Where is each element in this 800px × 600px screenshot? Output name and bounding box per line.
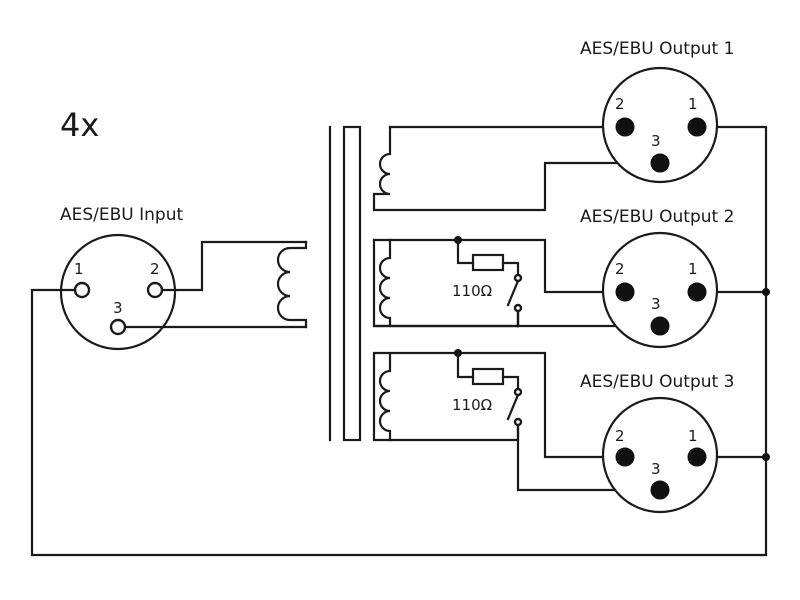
output-2-pin-2-label: 2 xyxy=(615,260,625,278)
resistor-lead-right xyxy=(501,261,520,280)
resistor-label: 110Ω xyxy=(452,396,492,414)
out2-pin3-wire xyxy=(516,308,662,328)
output-1-pin-1 xyxy=(687,117,707,137)
switch-contact-bottom xyxy=(513,417,523,427)
resistor-110-ohm xyxy=(471,253,505,272)
output-1-pin-2-label: 2 xyxy=(615,95,625,113)
output-2-body xyxy=(601,231,719,349)
output-3-pin-1 xyxy=(687,447,707,467)
output-2-title: AES/EBU Output 2 xyxy=(580,207,734,227)
transformer-core xyxy=(328,125,362,442)
out3-lower-wire xyxy=(388,422,520,442)
out3-pin3-wire xyxy=(516,422,662,492)
bus-junction-dot xyxy=(762,288,770,296)
output-3-pin-3-label: 3 xyxy=(651,460,661,478)
output-1-pin-3-label: 3 xyxy=(651,132,661,150)
input-pin-2 xyxy=(146,281,164,299)
input-pin-3 xyxy=(109,318,127,336)
input-pin2-wire xyxy=(160,240,308,292)
resistor-lead-right xyxy=(501,375,520,394)
output-connector-2: AES/EBU Output 2 2 1 3 xyxy=(580,207,734,349)
output-3-body xyxy=(601,396,719,514)
input-connector: AES/EBU Input 1 2 3 xyxy=(59,205,183,351)
resistor-label: 110Ω xyxy=(452,282,492,300)
output-2-pin-1 xyxy=(687,282,707,302)
output-1-body xyxy=(601,66,719,184)
resistor-lead-left xyxy=(456,351,475,379)
output-2-pin-1-label: 1 xyxy=(688,260,698,278)
output-1-title: AES/EBU Output 1 xyxy=(580,39,734,59)
input-pin-1-label: 1 xyxy=(74,260,84,278)
bus-junction-dot xyxy=(762,453,770,461)
output-1-pin-2 xyxy=(615,117,635,137)
output-2-pin-2 xyxy=(615,282,635,302)
input-pin-1 xyxy=(73,281,91,299)
switch-blade xyxy=(506,393,520,421)
input-title: AES/EBU Input xyxy=(60,205,183,225)
output-2-pin-3 xyxy=(650,316,670,336)
termination-network-1: 110Ω xyxy=(452,236,523,313)
output-connector-3: AES/EBU Output 3 2 1 3 xyxy=(580,372,734,514)
resistor-110-ohm xyxy=(471,367,505,386)
output-3-pin-2-label: 2 xyxy=(615,427,625,445)
output-2-pin-3-label: 3 xyxy=(651,295,661,313)
output-connector-1: AES/EBU Output 1 2 1 3 xyxy=(580,39,734,184)
switch-blade xyxy=(506,279,520,307)
output-3-pin-2 xyxy=(615,447,635,467)
output-1-pin-1-label: 1 xyxy=(688,95,698,113)
resistor-lead-left xyxy=(456,238,475,265)
switch-contact-bottom xyxy=(513,303,523,313)
input-connector-body xyxy=(59,233,177,351)
output-3-title: AES/EBU Output 3 xyxy=(580,372,734,392)
output-3-pin-1-label: 1 xyxy=(688,427,698,445)
termination-network-2: 110Ω xyxy=(452,349,523,427)
multiplier-label: 4x xyxy=(60,106,99,144)
input-pin-3-label: 3 xyxy=(113,299,123,317)
output-3-pin-3 xyxy=(650,480,670,500)
input-pin-2-label: 2 xyxy=(150,260,160,278)
secondary-winding-3 xyxy=(372,351,627,459)
secondary-winding-1 xyxy=(372,125,662,212)
primary-winding xyxy=(276,240,308,329)
out2-pin2-wire xyxy=(372,238,627,294)
output-1-pin-3 xyxy=(650,153,670,173)
secondary-winding-2 xyxy=(378,238,520,328)
ground-return-bus xyxy=(30,125,768,557)
